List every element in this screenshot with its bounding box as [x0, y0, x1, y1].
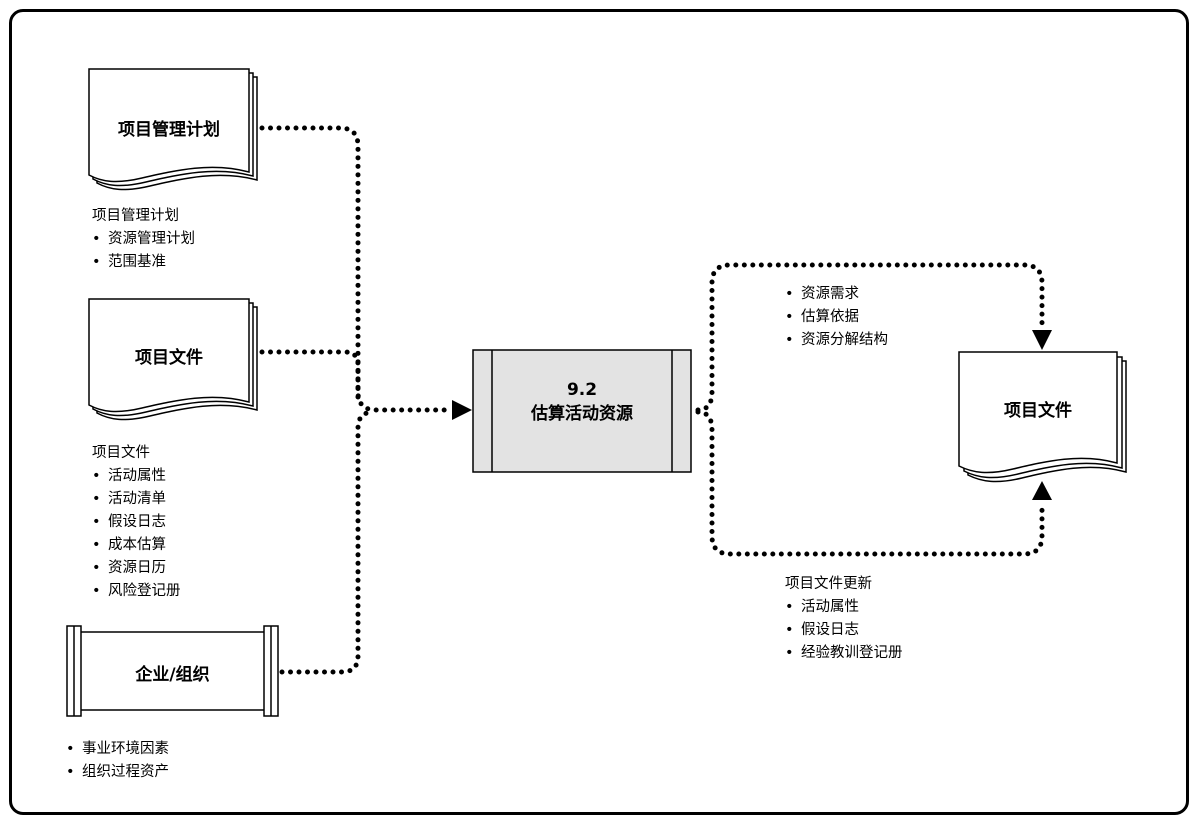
list-item: 活动属性 [785, 596, 903, 619]
project-docs-output-title: 项目文件 [1004, 401, 1072, 421]
project-docs-list: 项目文件 活动属性 活动清单 假设日志 成本估算 资源日历 风险登记册 [92, 442, 181, 603]
arrow-to-output-doc-top [1032, 330, 1052, 350]
list-item: 资源日历 [92, 557, 181, 580]
list-item: 活动属性 [92, 465, 181, 488]
list-item: 事业环境因素 [66, 738, 169, 761]
list-item: 资源需求 [785, 283, 888, 306]
output-updates-head: 项目文件更新 [785, 576, 872, 592]
list-item: 范围基准 [92, 251, 195, 274]
doc-shape-project-docs-input [88, 298, 258, 421]
pm-plan-list: 项目管理计划 资源管理计划 范围基准 [92, 205, 195, 274]
scroll-shape-enterprise [66, 625, 279, 717]
enterprise-title: 企业/组织 [135, 665, 210, 685]
enterprise-list: 事业环境因素 组织过程资产 [66, 738, 169, 784]
list-item: 估算依据 [785, 306, 888, 329]
list-item: 假设日志 [785, 619, 903, 642]
link-enterprise [279, 409, 377, 675]
list-item: 成本估算 [92, 534, 181, 557]
arrow-to-output-doc-bottom [1032, 481, 1052, 500]
output-updates-list: 项目文件更新 活动属性 假设日志 经验教训登记册 [785, 573, 903, 665]
list-item: 风险登记册 [92, 580, 181, 603]
output-upper-list: 资源需求 估算依据 资源分解结构 [785, 283, 888, 352]
link-pm-plan [259, 125, 453, 413]
project-docs-list-head: 项目文件 [92, 445, 150, 461]
doc-shape-project-docs-output [958, 351, 1127, 483]
doc-shape-pm-plan [88, 68, 258, 191]
process-box [472, 349, 692, 473]
link-output-upper [695, 262, 1045, 413]
list-item: 资源分解结构 [785, 329, 888, 352]
list-item: 活动清单 [92, 488, 181, 511]
list-item: 经验教训登记册 [785, 642, 903, 665]
diagram-frame [9, 9, 1189, 815]
process-name: 估算活动资源 [531, 404, 633, 424]
list-item: 资源管理计划 [92, 228, 195, 251]
process-label: 9.2 估算活动资源 [473, 378, 691, 426]
list-item: 假设日志 [92, 511, 181, 534]
project-docs-input-title: 项目文件 [135, 348, 203, 368]
list-item: 组织过程资产 [66, 761, 169, 784]
pm-plan-title: 项目管理计划 [118, 120, 220, 140]
arrow-to-process [452, 400, 472, 420]
process-number: 9.2 [566, 380, 598, 400]
pm-plan-list-head: 项目管理计划 [92, 208, 179, 224]
link-project-docs [259, 349, 361, 403]
